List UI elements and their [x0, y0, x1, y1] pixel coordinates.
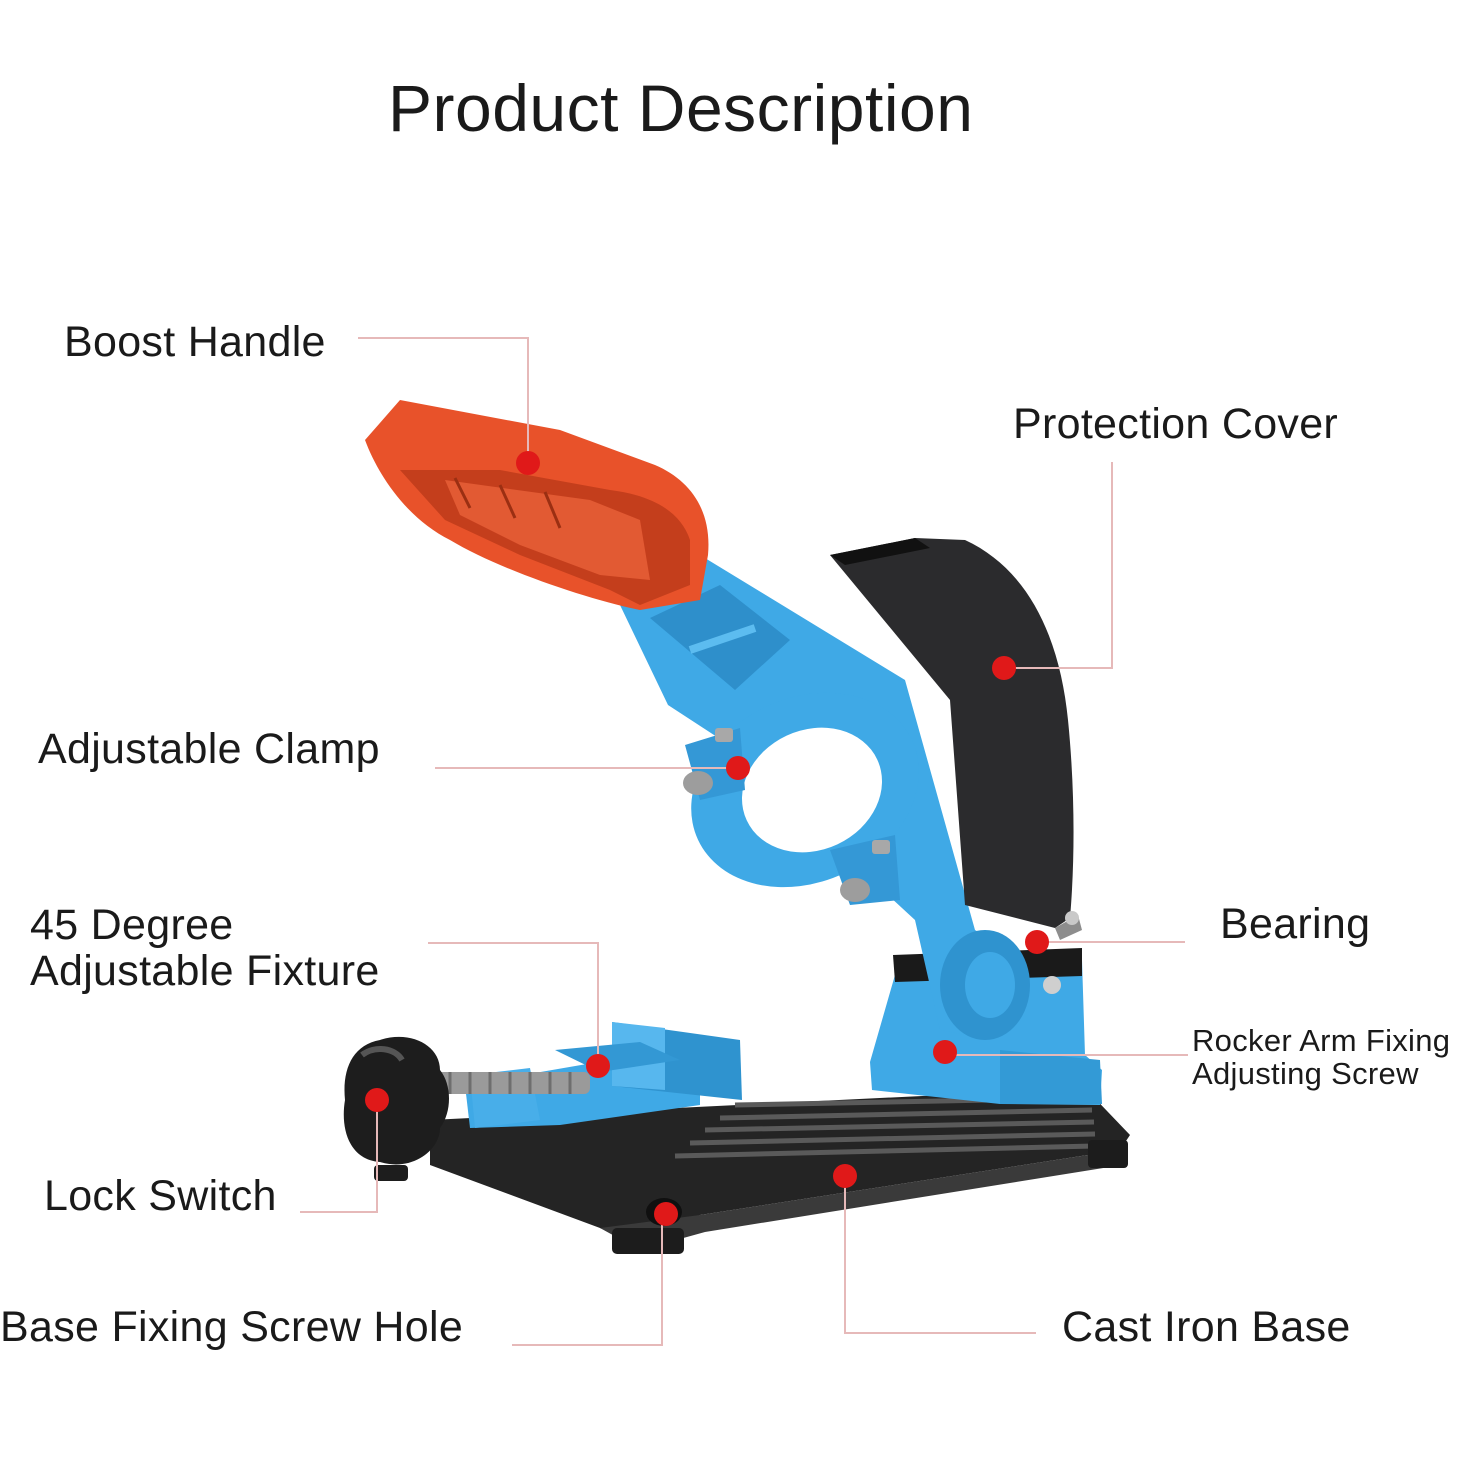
lock-switch-knob: [343, 1036, 449, 1181]
leader-cast-iron-base: [844, 1177, 1036, 1334]
label-rocker-line2: Adjusting Screw: [1192, 1056, 1419, 1091]
markers: [365, 451, 1049, 1226]
marker-bearing: [1025, 930, 1049, 954]
marker-fixture: [586, 1054, 610, 1078]
marker-base-screw-hole: [654, 1202, 678, 1226]
label-protection-cover: Protection Cover: [1013, 400, 1339, 448]
marker-boost-handle: [516, 451, 540, 475]
label-lock-switch: Lock Switch: [44, 1172, 277, 1220]
page-title: Product Description: [388, 71, 974, 145]
main-arm-with-clamp: [620, 555, 1030, 1040]
marker-rocker-screw: [933, 1040, 957, 1064]
cast-iron-base: [430, 1088, 1130, 1254]
label-adjustable-clamp: Adjustable Clamp: [38, 725, 380, 773]
label-fixture-line1: 45 Degree: [30, 901, 234, 949]
label-rocker-line1: Rocker Arm Fixing: [1192, 1023, 1451, 1058]
label-base-fixing-screw-hole: Base Fixing Screw Hole: [0, 1303, 464, 1351]
boost-handle: [365, 400, 709, 610]
label-fixture-line2: Adjustable Fixture: [30, 947, 380, 995]
adjustable-fixture-vise: [430, 1022, 742, 1128]
leader-base-screw-hole: [512, 1215, 663, 1346]
marker-protection-cover: [992, 656, 1016, 680]
label-boost-handle: Boost Handle: [64, 318, 326, 366]
label-cast-iron-base: Cast Iron Base: [1062, 1303, 1351, 1351]
marker-cast-iron-base: [833, 1164, 857, 1188]
marker-adjustable-clamp: [726, 756, 750, 780]
marker-lock-switch: [365, 1088, 389, 1112]
leader-lines: [300, 337, 1188, 1346]
leader-boost-handle: [358, 337, 529, 462]
label-bearing: Bearing: [1220, 900, 1371, 948]
label-rocker-arm-screw: Rocker Arm Fixing Adjusting Screw: [1192, 1024, 1450, 1090]
leader-protection-cover: [1005, 462, 1113, 669]
protection-cover: [830, 538, 1082, 940]
label-adjustable-fixture: 45 Degree Adjustable Fixture: [30, 902, 380, 994]
leader-fixture: [428, 942, 599, 1065]
leader-lock-switch: [300, 1100, 378, 1213]
